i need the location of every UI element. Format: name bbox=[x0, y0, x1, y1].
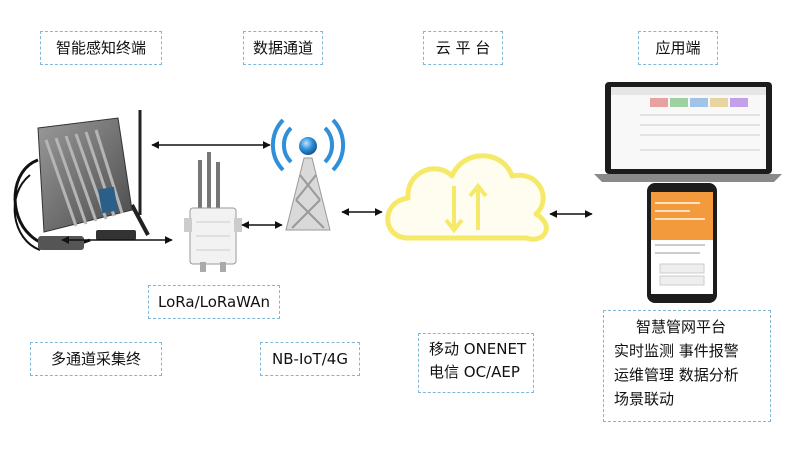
header-channel: 数据通道 bbox=[243, 31, 323, 65]
phone-icon bbox=[647, 183, 717, 303]
label-lora: LoRa/LoRaWAn bbox=[148, 285, 280, 319]
header-app: 应用端 bbox=[638, 31, 718, 65]
cloud-box-line1: 移动 ONENET bbox=[429, 340, 527, 358]
cloud-box-line2: 电信 OC/AEP bbox=[429, 363, 520, 381]
header-cloud: 云 平 台 bbox=[423, 31, 503, 65]
header-terminal: 智能感知终端 bbox=[40, 31, 162, 65]
label-nbiot: NB-IoT/4G bbox=[260, 342, 360, 376]
collector-device bbox=[184, 152, 242, 272]
platform-line3: 运维管理 数据分析 bbox=[614, 366, 739, 384]
cloud-icon bbox=[385, 153, 549, 242]
connector-arrows bbox=[61, 141, 593, 244]
platform-line1: 智慧管网平台 bbox=[636, 318, 727, 336]
cloud-platform-box: 移动 ONENET 电信 OC/AEP bbox=[418, 333, 534, 393]
signal-tower-icon bbox=[270, 118, 346, 231]
label-collector: 多通道采集终 bbox=[30, 342, 162, 376]
platform-line2: 实时监测 事件报警 bbox=[614, 342, 739, 360]
platform-box: 智慧管网平台 实时监测 事件报警 运维管理 数据分析 场景联动 bbox=[603, 310, 771, 422]
gateway-device bbox=[13, 110, 150, 251]
platform-line4: 场景联动 bbox=[614, 390, 675, 408]
laptop-icon bbox=[594, 82, 782, 182]
